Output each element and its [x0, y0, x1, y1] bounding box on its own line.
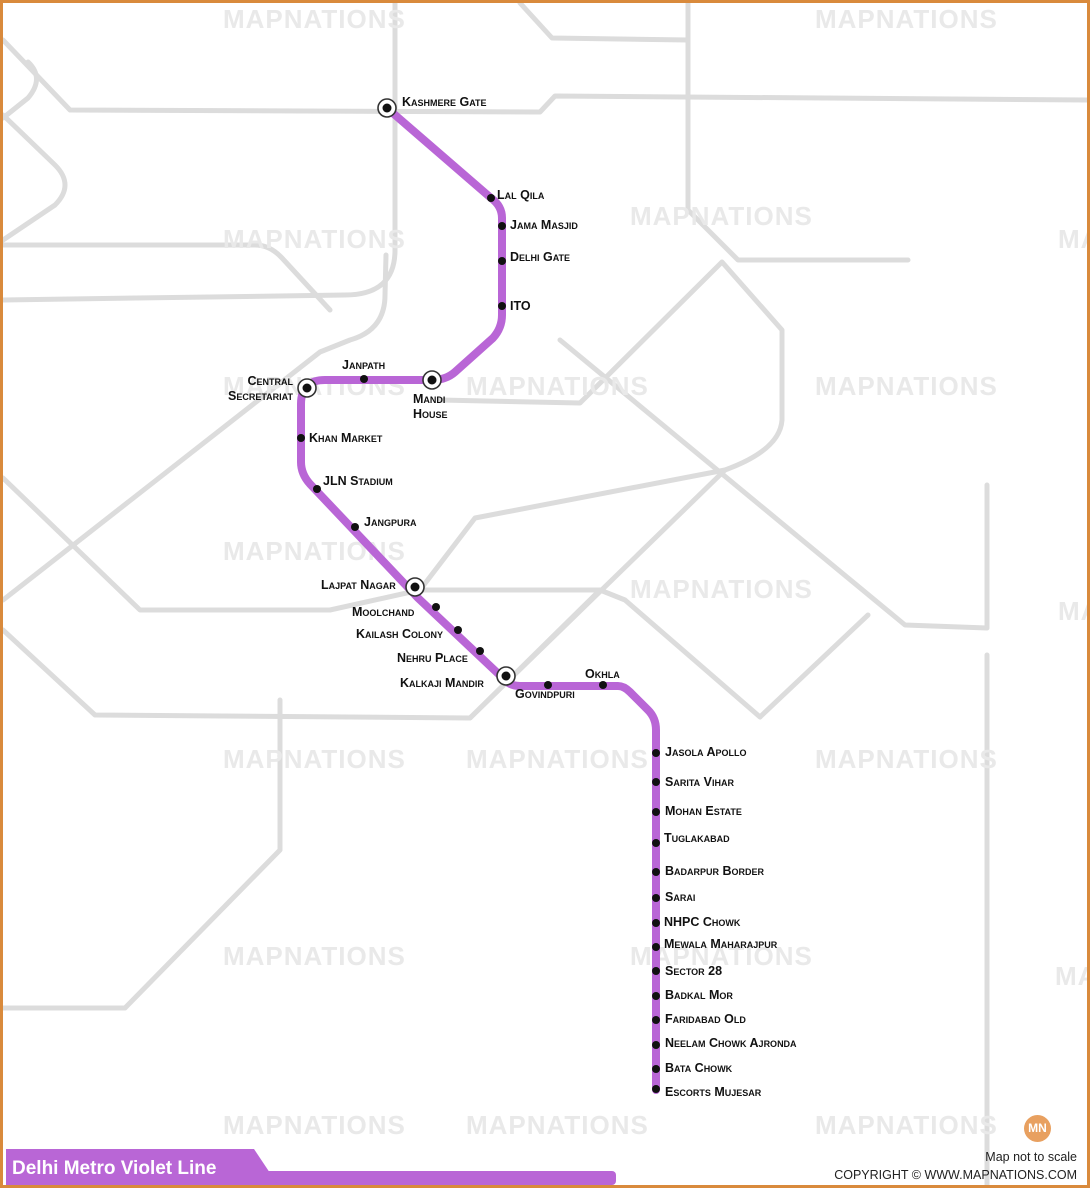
station-label: Mewala Maharajpur — [664, 937, 778, 951]
station-label: Neelam Chowk Ajronda — [665, 1036, 797, 1050]
station-sarita-vihar[interactable]: Sarita Vihar — [652, 775, 734, 789]
station-escorts-mujesar[interactable]: Escorts Mujesar — [652, 1085, 762, 1099]
station-mohan-estate[interactable]: Mohan Estate — [652, 804, 742, 818]
watermark-text: MAPNATIONS — [630, 941, 813, 971]
station-label: NHPC Chowk — [664, 915, 741, 929]
watermark-text: MAPNATIONS — [1055, 961, 1087, 991]
road-network — [3, 3, 1087, 1185]
station-sector-28[interactable]: Sector 28 — [652, 964, 722, 978]
station-badarpur-border[interactable]: Badarpur Border — [652, 864, 765, 878]
station-faridabad-old[interactable]: Faridabad Old — [652, 1012, 746, 1026]
station-label: Jama Masjid — [510, 218, 578, 232]
station-label: Sarita Vihar — [665, 775, 734, 789]
watermark-text: MAPNATIONS — [630, 201, 813, 231]
station-mewala-maharajpur[interactable]: Mewala Maharajpur — [652, 937, 778, 951]
station-label: Jangpura — [364, 515, 417, 529]
station-label: Mohan Estate — [665, 804, 742, 818]
station-label: Kailash Colony — [356, 627, 443, 641]
station-kashmere-gate[interactable]: Kashmere Gate — [377, 95, 487, 118]
station-jama-masjid[interactable]: Jama Masjid — [498, 218, 578, 232]
stations: Kashmere Gate Lal Qila Jama Masjid Delhi… — [228, 95, 797, 1099]
station-nehru-place[interactable]: Nehru Place — [397, 647, 484, 665]
title-banner — [6, 1149, 278, 1185]
station-tuglakabad[interactable]: Tuglakabad — [652, 831, 730, 847]
watermark-text: MAPNATIONS — [466, 1110, 649, 1140]
station-ito[interactable]: ITO — [498, 299, 531, 313]
station-label: Jasola Apollo — [665, 745, 747, 759]
watermark-text: MAPNATIONS — [223, 224, 406, 254]
station-label: Escorts Mujesar — [665, 1085, 762, 1099]
map-canvas: MAPNATIONS MAPNATIONS MAPNATIONS MAPNATI… — [3, 3, 1087, 1185]
station-kalkaji-mandir[interactable]: Kalkaji Mandir — [400, 666, 516, 690]
station-label: Sector 28 — [665, 964, 722, 978]
watermark-text: MAPNATIONS — [815, 744, 998, 774]
watermark-text: MAPNATIONS — [466, 371, 649, 401]
station-label: Sarai — [665, 890, 695, 904]
watermarks: MAPNATIONS MAPNATIONS MAPNATIONS MAPNATI… — [223, 4, 1087, 1140]
title-underline — [233, 1171, 616, 1185]
station-label: Nehru Place — [397, 651, 468, 665]
watermark-text: MAPNATIONS — [630, 574, 813, 604]
station-label: Khan Market — [309, 431, 383, 445]
copyright-text: COPYRIGHT © WWW.MAPNATIONS.COM — [834, 1168, 1077, 1182]
watermark-text: MAPNATIONS — [815, 1110, 998, 1140]
station-label: Badarpur Border — [665, 864, 765, 878]
station-label: Tuglakabad — [664, 831, 730, 845]
station-kailash-colony[interactable]: Kailash Colony — [356, 626, 462, 641]
station-jln-stadium[interactable]: JLN Stadium — [313, 474, 393, 493]
station-label: JLN Stadium — [323, 474, 393, 488]
station-label: Lal Qila — [497, 188, 545, 202]
station-lajpat-nagar[interactable]: Lajpat Nagar — [321, 577, 425, 597]
station-jangpura[interactable]: Jangpura — [351, 515, 417, 531]
station-label: Bata Chowk — [665, 1061, 733, 1075]
station-label: Kashmere Gate — [402, 95, 487, 109]
station-label: Faridabad Old — [665, 1012, 746, 1026]
station-lal-qila[interactable]: Lal Qila — [487, 188, 545, 202]
station-label: Govindpuri — [515, 687, 575, 701]
watermark-text: MAPNATIONS — [1058, 596, 1087, 626]
station-label: Okhla — [585, 667, 620, 681]
station-label: Lajpat Nagar — [321, 578, 396, 592]
station-label: Kalkaji Mandir — [400, 676, 484, 690]
station-okhla[interactable]: Okhla — [585, 667, 620, 689]
watermark-text: MAPNATIONS — [223, 941, 406, 971]
station-delhi-gate[interactable]: Delhi Gate — [498, 250, 570, 265]
station-label: Delhi Gate — [510, 250, 570, 264]
station-neelam-chowk-ajronda[interactable]: Neelam Chowk Ajronda — [652, 1036, 797, 1050]
watermark-text: MAPNATIONS — [223, 744, 406, 774]
station-nhpc-chowk[interactable]: NHPC Chowk — [652, 915, 741, 929]
station-label: Badkal Mor — [665, 988, 733, 1002]
watermark-text: MAPNATIONS — [815, 371, 998, 401]
watermark-text: MAPNATIONS — [815, 4, 998, 34]
station-khan-market[interactable]: Khan Market — [297, 431, 383, 445]
watermark-text: MAPNATIONS — [1058, 224, 1087, 254]
station-label: Janpath — [342, 358, 385, 372]
station-jasola-apollo[interactable]: Jasola Apollo — [652, 745, 747, 759]
watermark-text: MAPNATIONS — [466, 744, 649, 774]
station-badkal-mor[interactable]: Badkal Mor — [652, 988, 733, 1002]
mapnations-logo-icon: MN — [1024, 1115, 1051, 1142]
scale-note: Map not to scale — [985, 1150, 1077, 1164]
violet-line-route — [297, 104, 660, 1094]
station-sarai[interactable]: Sarai — [652, 890, 695, 904]
map-title: Delhi Metro Violet Line — [12, 1158, 217, 1179]
station-label: ITO — [510, 299, 531, 313]
station-moolchand[interactable]: Moolchand — [352, 603, 440, 619]
station-govindpuri[interactable]: Govindpuri — [515, 681, 575, 701]
station-label: Moolchand — [352, 605, 415, 619]
station-janpath[interactable]: Janpath — [342, 358, 385, 383]
watermark-text: MAPNATIONS — [223, 1110, 406, 1140]
station-bata-chowk[interactable]: Bata Chowk — [652, 1061, 733, 1075]
watermark-text: MAPNATIONS — [223, 4, 406, 34]
